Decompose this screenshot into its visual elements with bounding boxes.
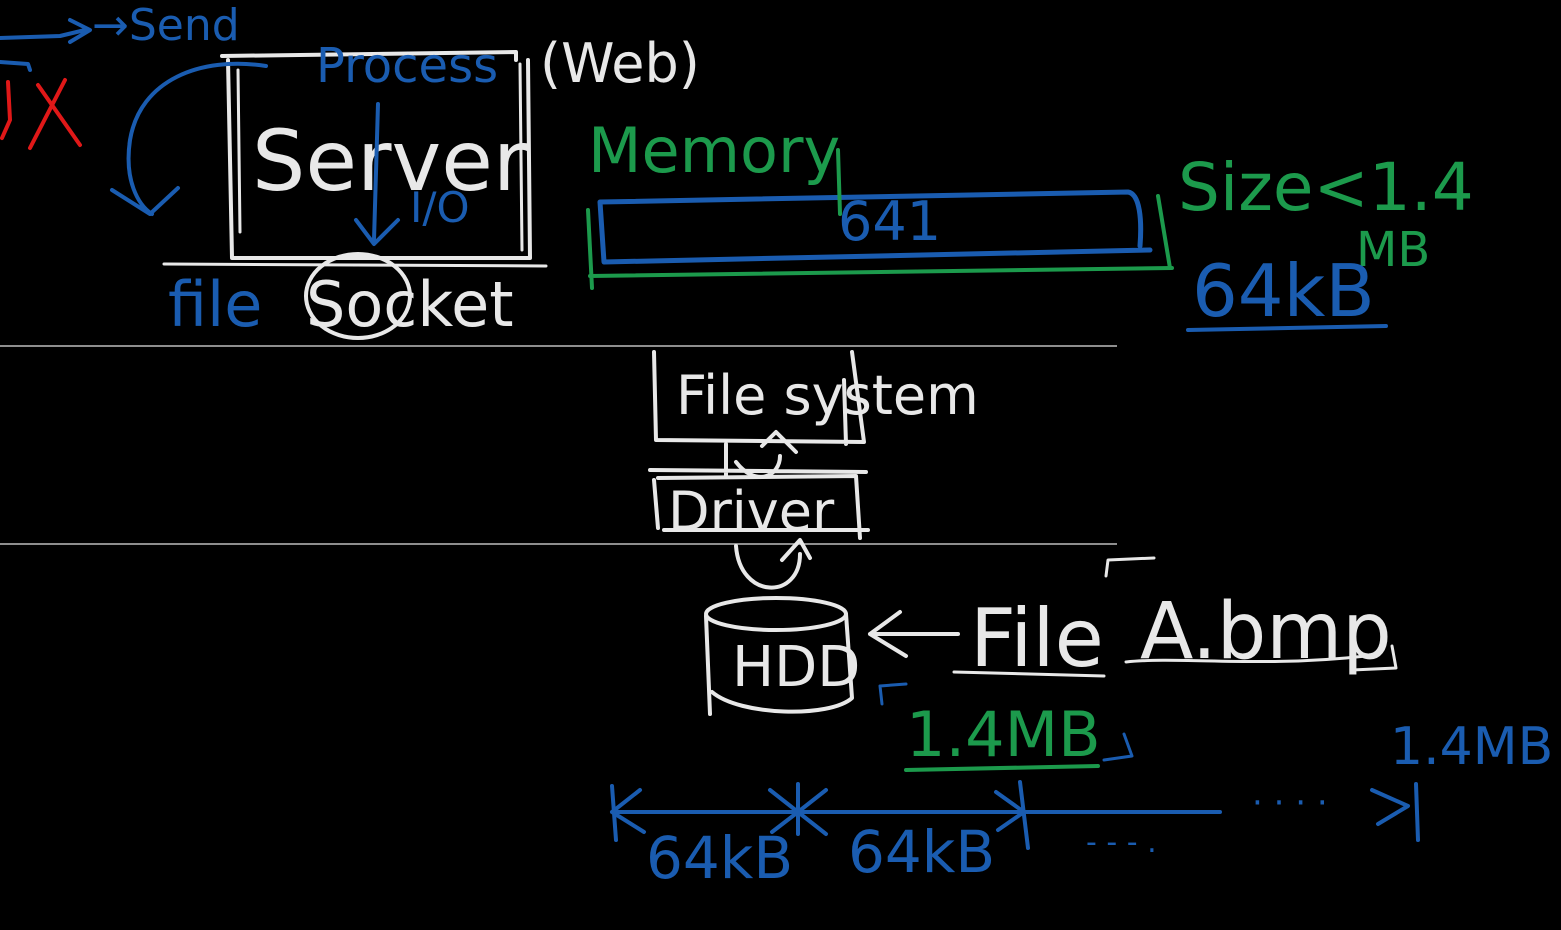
segment-2-label: 64kB — [848, 818, 995, 886]
chunk-timeline — [610, 780, 1222, 850]
memory-fill-bar — [597, 189, 1153, 265]
file-name-underline — [1124, 654, 1368, 664]
web-label: (Web) — [540, 32, 700, 95]
hdd-top — [704, 596, 848, 632]
driver-hdd-connector — [734, 538, 812, 590]
send-label: →Send — [92, 0, 240, 51]
driver-label: Driver — [668, 480, 835, 543]
total-size-label: 1.4MB — [1390, 717, 1553, 777]
fs-driver-connector — [648, 430, 868, 479]
server-process-box-inner — [162, 62, 548, 268]
process-label: Process — [316, 38, 498, 94]
file-name-label: A.bmp — [1140, 587, 1392, 677]
chunk-timeline-end — [1370, 782, 1420, 842]
segment-rest-label: - - - . — [1086, 825, 1157, 860]
size-limit-label: Size<1.4 — [1178, 149, 1474, 226]
memory-buffer-outline — [586, 194, 1174, 290]
memory-fill-label: 641 — [838, 190, 941, 253]
driver-box — [652, 474, 870, 540]
file-system-label: File system — [676, 364, 979, 427]
timeline-rest-arrow: · · · · — [1252, 783, 1328, 823]
server-label: Server — [252, 112, 528, 210]
file-size-underline — [904, 764, 1100, 772]
file-size-bracket — [878, 682, 1134, 762]
segment-1-label: 64kB — [646, 824, 793, 892]
hdd-label: HDD — [732, 635, 860, 700]
send-bracket — [0, 18, 92, 72]
hdd-body — [704, 612, 854, 716]
chunk-size-label: 64kB — [1192, 249, 1375, 333]
memory-label: Memory — [588, 114, 840, 187]
socket-circle — [304, 252, 412, 340]
file-name-bracket — [1104, 556, 1398, 672]
ux-cross-strokes — [0, 78, 82, 150]
size-unit-label: MB — [1356, 222, 1430, 278]
chunk-size-underline — [1186, 324, 1388, 332]
file-to-hdd-arrow — [868, 610, 960, 658]
io-label: I/O — [410, 183, 470, 232]
file-label: file — [168, 268, 262, 341]
io-down-arrow — [354, 102, 400, 246]
file-system-box — [652, 350, 866, 446]
file-size-label: 1.4MB — [906, 698, 1101, 771]
file-label-underline — [952, 670, 1106, 678]
send-curve-arrow — [110, 61, 268, 216]
file-label-white: File — [970, 592, 1104, 685]
memory-fill-tick — [836, 148, 842, 216]
